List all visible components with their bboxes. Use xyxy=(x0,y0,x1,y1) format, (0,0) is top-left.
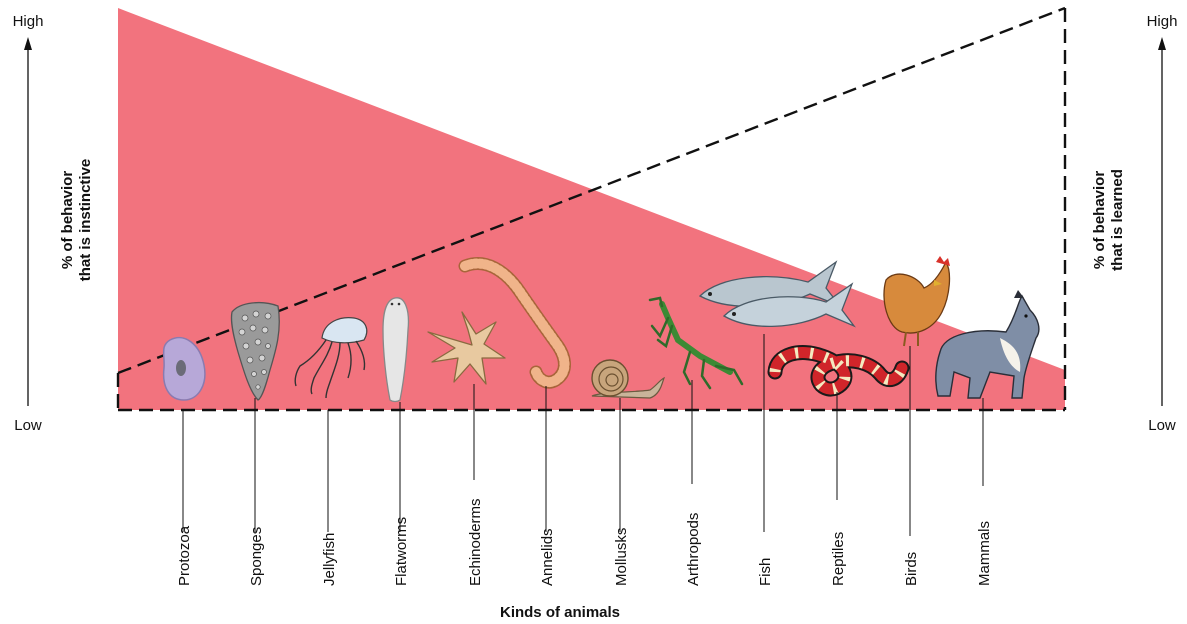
category-label: Flatworms xyxy=(393,517,410,586)
category-sponges: Sponges xyxy=(248,398,265,586)
category-label: Sponges xyxy=(248,527,265,586)
right-axis-high: High xyxy=(1147,13,1178,30)
category-mammals: Mammals xyxy=(976,398,993,586)
left-up-arrow-icon xyxy=(24,37,32,50)
category-label: Protozoa xyxy=(176,525,193,586)
category-label: Arthropods xyxy=(685,513,702,586)
left-axis-low: Low xyxy=(14,417,42,434)
right-axis: High Low % of behavior that is learned xyxy=(1091,13,1177,434)
category-label: Mammals xyxy=(976,521,993,586)
category-reptiles: Reptiles xyxy=(830,392,847,586)
x-axis-title: Kinds of animals xyxy=(500,604,620,621)
category-label: Reptiles xyxy=(830,532,847,586)
category-label: Jellyfish xyxy=(321,533,338,586)
category-protozoa: Protozoa xyxy=(176,410,193,586)
left-axis-title-2: that is instinctive xyxy=(77,159,94,282)
left-axis-high: High xyxy=(13,13,44,30)
right-axis-title-2: that is learned xyxy=(1109,169,1126,271)
category-label: Fish xyxy=(757,558,774,586)
right-up-arrow-icon xyxy=(1158,37,1166,50)
category-label: Mollusks xyxy=(613,528,630,586)
category-echinoderms: Echinoderms xyxy=(467,384,484,586)
category-label: Annelids xyxy=(539,528,556,586)
category-flatworms: Flatworms xyxy=(393,402,410,586)
right-axis-title-1: % of behavior xyxy=(1091,171,1108,270)
left-axis-title-1: % of behavior xyxy=(59,171,76,270)
left-axis: High Low % of behavior that is instincti… xyxy=(13,13,94,434)
category-jellyfish: Jellyfish xyxy=(321,410,338,586)
category-annelids: Annelids xyxy=(539,386,556,586)
category-mollusks: Mollusks xyxy=(613,398,630,586)
right-axis-low: Low xyxy=(1148,417,1176,434)
category-label: Echinoderms xyxy=(467,498,484,586)
category-label: Birds xyxy=(903,552,920,586)
